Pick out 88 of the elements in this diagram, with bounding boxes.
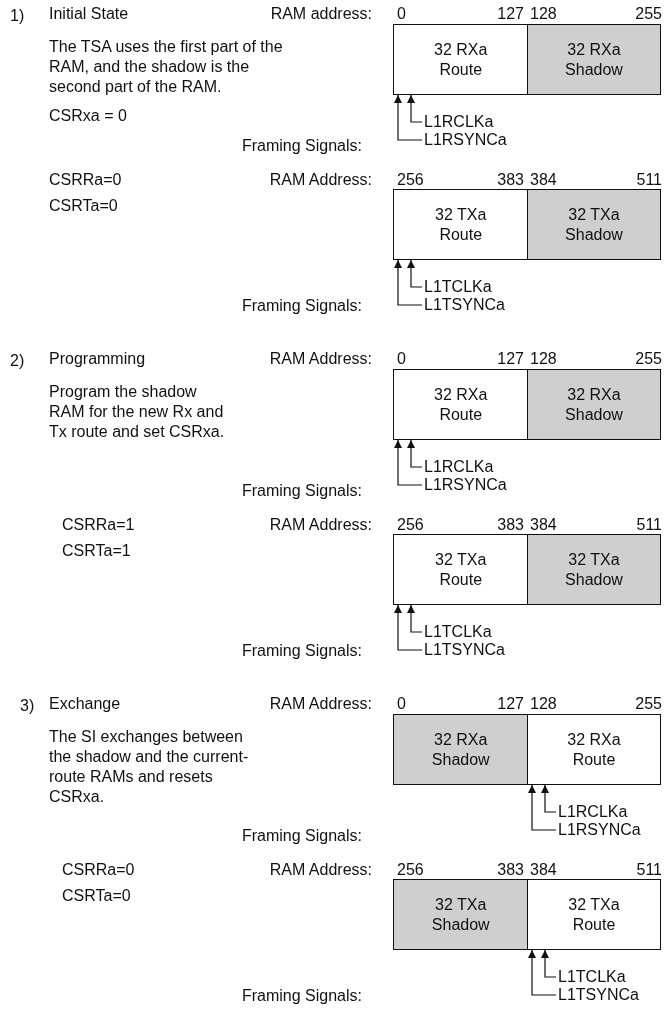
ram-segment: 32 TXa Shadow	[527, 189, 661, 260]
signal-label: L1RSYNCa	[424, 130, 507, 150]
address-number: 256	[397, 515, 424, 535]
leader-arrow	[394, 439, 423, 486]
leader-arrow	[394, 259, 423, 306]
signal-label: L1RCLKa	[424, 112, 494, 132]
signal-label: L1TSYNCa	[558, 985, 639, 1005]
step-title: Initial State	[49, 4, 129, 24]
address-label: RAM Address:	[269, 860, 372, 880]
address-number: 256	[397, 860, 424, 880]
step-number: 1)	[10, 6, 25, 26]
ram-segment: 32 TXa Shadow	[393, 879, 529, 950]
ram-segment: 32 RXa Route	[393, 24, 529, 95]
leader-arrow	[407, 94, 423, 123]
address-number: 128	[530, 4, 557, 24]
framing-signals-label: Framing Signals:	[241, 136, 362, 156]
signal-label: L1RSYNCa	[424, 475, 507, 495]
step-number: 3)	[20, 696, 35, 716]
address-number: 255	[635, 694, 662, 714]
leader-arrow	[541, 949, 557, 978]
framing-signals-label: Framing Signals:	[241, 641, 362, 661]
step-title: Programming	[49, 349, 146, 369]
ram-segment: 32 RXa Route	[393, 369, 529, 440]
ram-segment: 32 TXa Route	[527, 879, 661, 950]
framing-signals-label: Framing Signals:	[241, 296, 362, 316]
address-number: 128	[530, 349, 557, 369]
framing-signals-label: Framing Signals:	[241, 826, 362, 846]
register-value: CSRTa=1	[62, 541, 131, 561]
address-number: 511	[636, 170, 662, 190]
address-number: 0	[397, 349, 406, 369]
signal-label: L1TCLKa	[558, 967, 626, 987]
address-number: 255	[635, 4, 662, 24]
signal-label: L1TCLKa	[424, 622, 492, 642]
address-number: 511	[636, 515, 662, 535]
address-number: 383	[497, 860, 524, 880]
address-number: 127	[497, 349, 524, 369]
ram-segment: 32 TXa Route	[393, 189, 529, 260]
address-label: RAM Address:	[269, 694, 372, 714]
register-value: CSRRa=0	[49, 170, 122, 190]
register-value: CSRTa=0	[62, 886, 131, 906]
leader-arrow	[528, 949, 557, 996]
framing-signals-label: Framing Signals:	[241, 481, 362, 501]
address-label: RAM Address:	[269, 170, 372, 190]
address-number: 383	[497, 170, 524, 190]
signal-label: L1TSYNCa	[424, 640, 505, 660]
ram-segment: 32 TXa Route	[393, 534, 529, 605]
address-number: 384	[530, 170, 557, 190]
framing-signals-label: Framing Signals:	[241, 986, 362, 1006]
register-value: CSRRa=0	[62, 860, 135, 880]
address-label: RAM Address:	[269, 515, 372, 535]
signal-label: L1TCLKa	[424, 277, 492, 297]
step-number: 2)	[10, 351, 25, 371]
address-label: RAM address:	[270, 4, 372, 24]
address-number: 127	[497, 694, 524, 714]
ram-segment: 32 TXa Shadow	[527, 534, 661, 605]
address-number: 128	[530, 694, 557, 714]
address-number: 127	[497, 4, 524, 24]
ram-segment: 32 RXa Shadow	[527, 24, 661, 95]
signal-label: L1RCLKa	[424, 457, 494, 477]
leader-arrow	[407, 604, 423, 633]
leader-arrow	[407, 259, 423, 288]
ram-segment: 32 RXa Shadow	[527, 369, 661, 440]
address-number: 0	[397, 4, 406, 24]
leader-arrow	[528, 784, 557, 831]
register-value: CSRTa=0	[49, 196, 118, 216]
leader-arrow	[407, 439, 423, 468]
register-value: CSRxa = 0	[49, 106, 127, 126]
ram-segment: 32 RXa Route	[527, 714, 661, 785]
leader-arrow	[541, 784, 557, 813]
address-number: 0	[397, 694, 406, 714]
signal-label: L1RSYNCa	[558, 820, 641, 840]
address-number: 384	[530, 515, 557, 535]
address-number: 511	[636, 860, 662, 880]
address-number: 383	[497, 515, 524, 535]
step-description: Program the shadow RAM for the new Rx and Tx route and set CSRxa.	[49, 382, 226, 442]
address-label: RAM Address:	[269, 349, 372, 369]
leader-arrow	[394, 94, 423, 141]
ram-segment: 32 RXa Shadow	[393, 714, 529, 785]
step-title: Exchange	[49, 694, 121, 714]
address-number: 255	[635, 349, 662, 369]
address-number: 384	[530, 860, 557, 880]
leader-arrow	[394, 604, 423, 651]
register-value: CSRRa=1	[62, 515, 135, 535]
signal-label: L1RCLKa	[558, 802, 628, 822]
step-description: The TSA uses the first part of the RAM, and the shadow is the second part of the RAM.	[49, 37, 284, 97]
signal-label: L1TSYNCa	[424, 295, 505, 315]
address-number: 256	[397, 170, 424, 190]
step-description: The SI exchanges between the shadow and the current-route RAMs and resets CSRxa.	[49, 727, 249, 807]
